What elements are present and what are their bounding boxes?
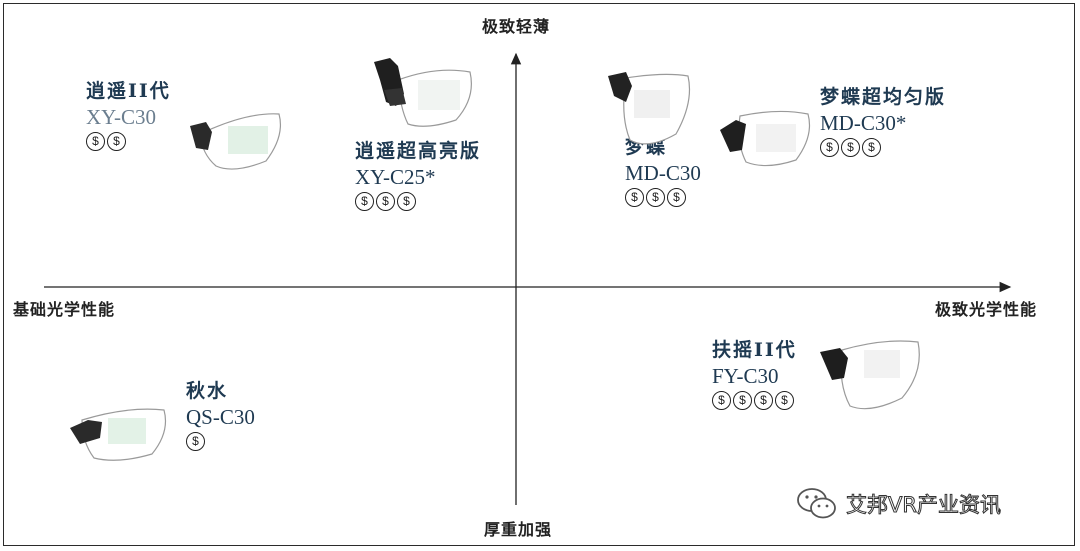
product-name: 逍遥II代 xyxy=(86,80,171,102)
wechat-icon xyxy=(797,488,836,519)
lens-image-xy-c25 xyxy=(374,58,472,127)
price-rating: $$ xyxy=(86,132,171,151)
lens-image-qs-c30 xyxy=(70,408,167,461)
axis-label-bottom: 厚重加强 xyxy=(484,520,553,539)
price-symbol: $ xyxy=(841,138,860,157)
product-model: XY-C25* xyxy=(355,165,436,189)
diagram-frame xyxy=(3,3,1075,546)
price-symbol: $ xyxy=(107,132,126,151)
axis-label-left: 基础光学性能 xyxy=(13,300,116,319)
product-fy-c30: 扶摇II代 FY-C30 $$$$ xyxy=(712,337,797,410)
price-rating: $$$ xyxy=(820,138,946,157)
product-model: FY-C30 xyxy=(712,364,779,388)
lens-image-fy-c30 xyxy=(820,340,920,410)
price-symbol: $ xyxy=(355,192,374,211)
product-name: 扶摇II代 xyxy=(712,339,797,361)
price-rating: $ xyxy=(186,432,255,451)
product-md-c30-star: 梦蝶超均匀版 MD-C30* $$$ xyxy=(820,84,946,157)
price-symbol: $ xyxy=(820,138,839,157)
price-rating: $$$ xyxy=(355,192,481,211)
price-symbol: $ xyxy=(733,391,752,410)
lens-image-xy-c30 xyxy=(190,113,282,170)
product-model: MD-C30* xyxy=(820,111,907,135)
product-model: QS-C30 xyxy=(186,405,255,429)
price-symbol: $ xyxy=(712,391,731,410)
product-name: 秋水 xyxy=(186,380,229,402)
axis-label-top: 极致轻薄 xyxy=(482,17,551,36)
price-symbol: $ xyxy=(86,132,105,151)
watermark-text: 艾邦VR产业资讯 xyxy=(846,493,1002,518)
watermark: 艾邦VR产业资讯 xyxy=(796,486,1001,522)
price-rating: $$$ xyxy=(625,188,701,207)
product-name: 梦蝶超均匀版 xyxy=(820,86,947,108)
price-symbol: $ xyxy=(862,138,881,157)
price-symbol: $ xyxy=(397,192,416,211)
product-model: XY-C30 xyxy=(86,105,157,129)
product-qs-c30: 秋水 QS-C30 $ xyxy=(186,378,255,451)
price-symbol: $ xyxy=(775,391,794,410)
product-model: MD-C30 xyxy=(625,161,701,185)
price-symbol: $ xyxy=(376,192,395,211)
product-xy-c25: 逍遥超高亮版 XY-C25* $$$ xyxy=(355,138,481,211)
product-name: 逍遥超高亮版 xyxy=(355,140,482,162)
price-rating: $$$$ xyxy=(712,391,797,410)
price-symbol: $ xyxy=(646,188,665,207)
price-symbol: $ xyxy=(667,188,686,207)
product-xy-c30: 逍遥II代 XY-C30 $$ xyxy=(86,78,171,151)
price-symbol: $ xyxy=(625,188,644,207)
price-symbol: $ xyxy=(754,391,773,410)
lens-image-md-c30 xyxy=(608,72,691,145)
axis-label-right: 极致光学性能 xyxy=(935,300,1038,319)
price-symbol: $ xyxy=(186,432,205,451)
lens-image-md-c30-star xyxy=(720,110,811,167)
